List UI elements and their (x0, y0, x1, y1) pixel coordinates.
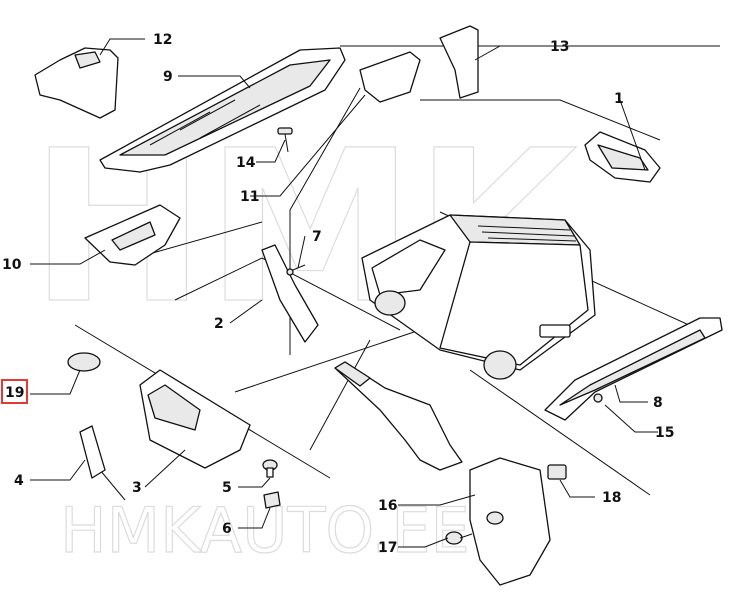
callout-8: 8 (653, 395, 663, 411)
part-10-bracket (84, 204, 181, 266)
part-8-sill (544, 317, 723, 421)
part-5-fastener (262, 459, 278, 478)
callout-4: 4 (14, 473, 24, 489)
part-19-cap (67, 352, 101, 372)
part-17-pin (445, 531, 473, 545)
van-illustration (361, 214, 596, 380)
callout-7: 7 (312, 229, 322, 245)
callout-2: 2 (214, 316, 224, 332)
part-3-box (139, 369, 251, 469)
callout-11: 11 (240, 189, 259, 205)
callout-16: 16 (378, 498, 397, 514)
callout-9: 9 (163, 69, 173, 85)
part-12-bracket (34, 47, 119, 119)
part-7-bolt (286, 264, 306, 276)
watermark-site: HMKAUTO.EE (60, 494, 470, 567)
part-13-cover (439, 25, 479, 99)
part-18-clip (547, 464, 567, 480)
part-14-screw (277, 127, 293, 153)
callout-19-highlight-box (1, 379, 28, 404)
part-9-tray (99, 47, 346, 173)
part-1-handle (584, 131, 661, 183)
callout-19: 19 (5, 385, 24, 401)
callout-15: 15 (655, 425, 674, 441)
callout-10: 10 (2, 257, 22, 273)
leader-lines (30, 38, 658, 548)
callout-14: 14 (236, 155, 256, 171)
part-6-clip (263, 491, 281, 509)
callouts: 1 2 3 4 5 6 7 8 9 10 11 12 13 14 15 16 1… (1, 32, 674, 556)
part-4-strip (79, 425, 106, 479)
part-15-screw (593, 393, 603, 403)
callout-17: 17 (378, 540, 397, 556)
handbrake-lever (334, 361, 463, 471)
callout-1: 1 (614, 91, 624, 107)
callout-12: 12 (153, 32, 172, 48)
callout-13: 13 (550, 39, 569, 55)
callout-5: 5 (222, 480, 232, 496)
callout-3: 3 (132, 480, 142, 496)
part-2-panel (261, 244, 319, 343)
callout-18: 18 (602, 490, 621, 506)
callout-6: 6 (222, 521, 232, 537)
part-16-cover (469, 457, 551, 586)
part-11-clip (359, 51, 421, 103)
